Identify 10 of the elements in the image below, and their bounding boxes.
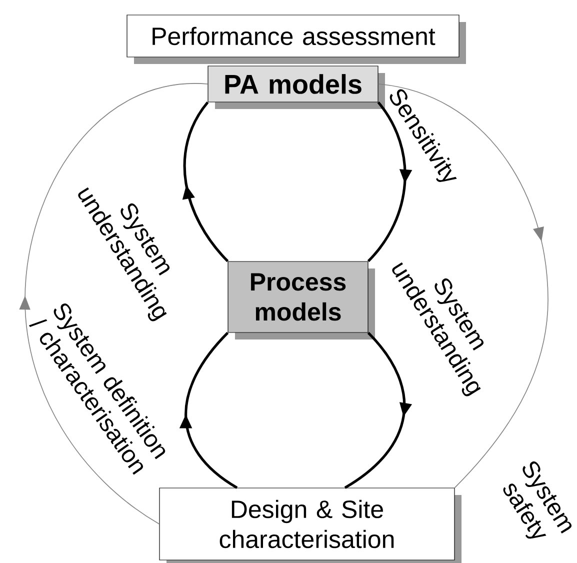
model-box: Process models xyxy=(228,261,375,340)
arrow xyxy=(182,102,229,262)
arrow xyxy=(367,102,412,262)
arrow xyxy=(179,332,238,489)
model-box: PA models xyxy=(208,66,385,109)
arrow xyxy=(19,84,208,524)
arrow xyxy=(344,332,412,489)
model-box: Design & Site characterisation xyxy=(159,488,462,563)
arrow xyxy=(378,84,548,488)
model-box: Performance assessment xyxy=(126,14,466,64)
